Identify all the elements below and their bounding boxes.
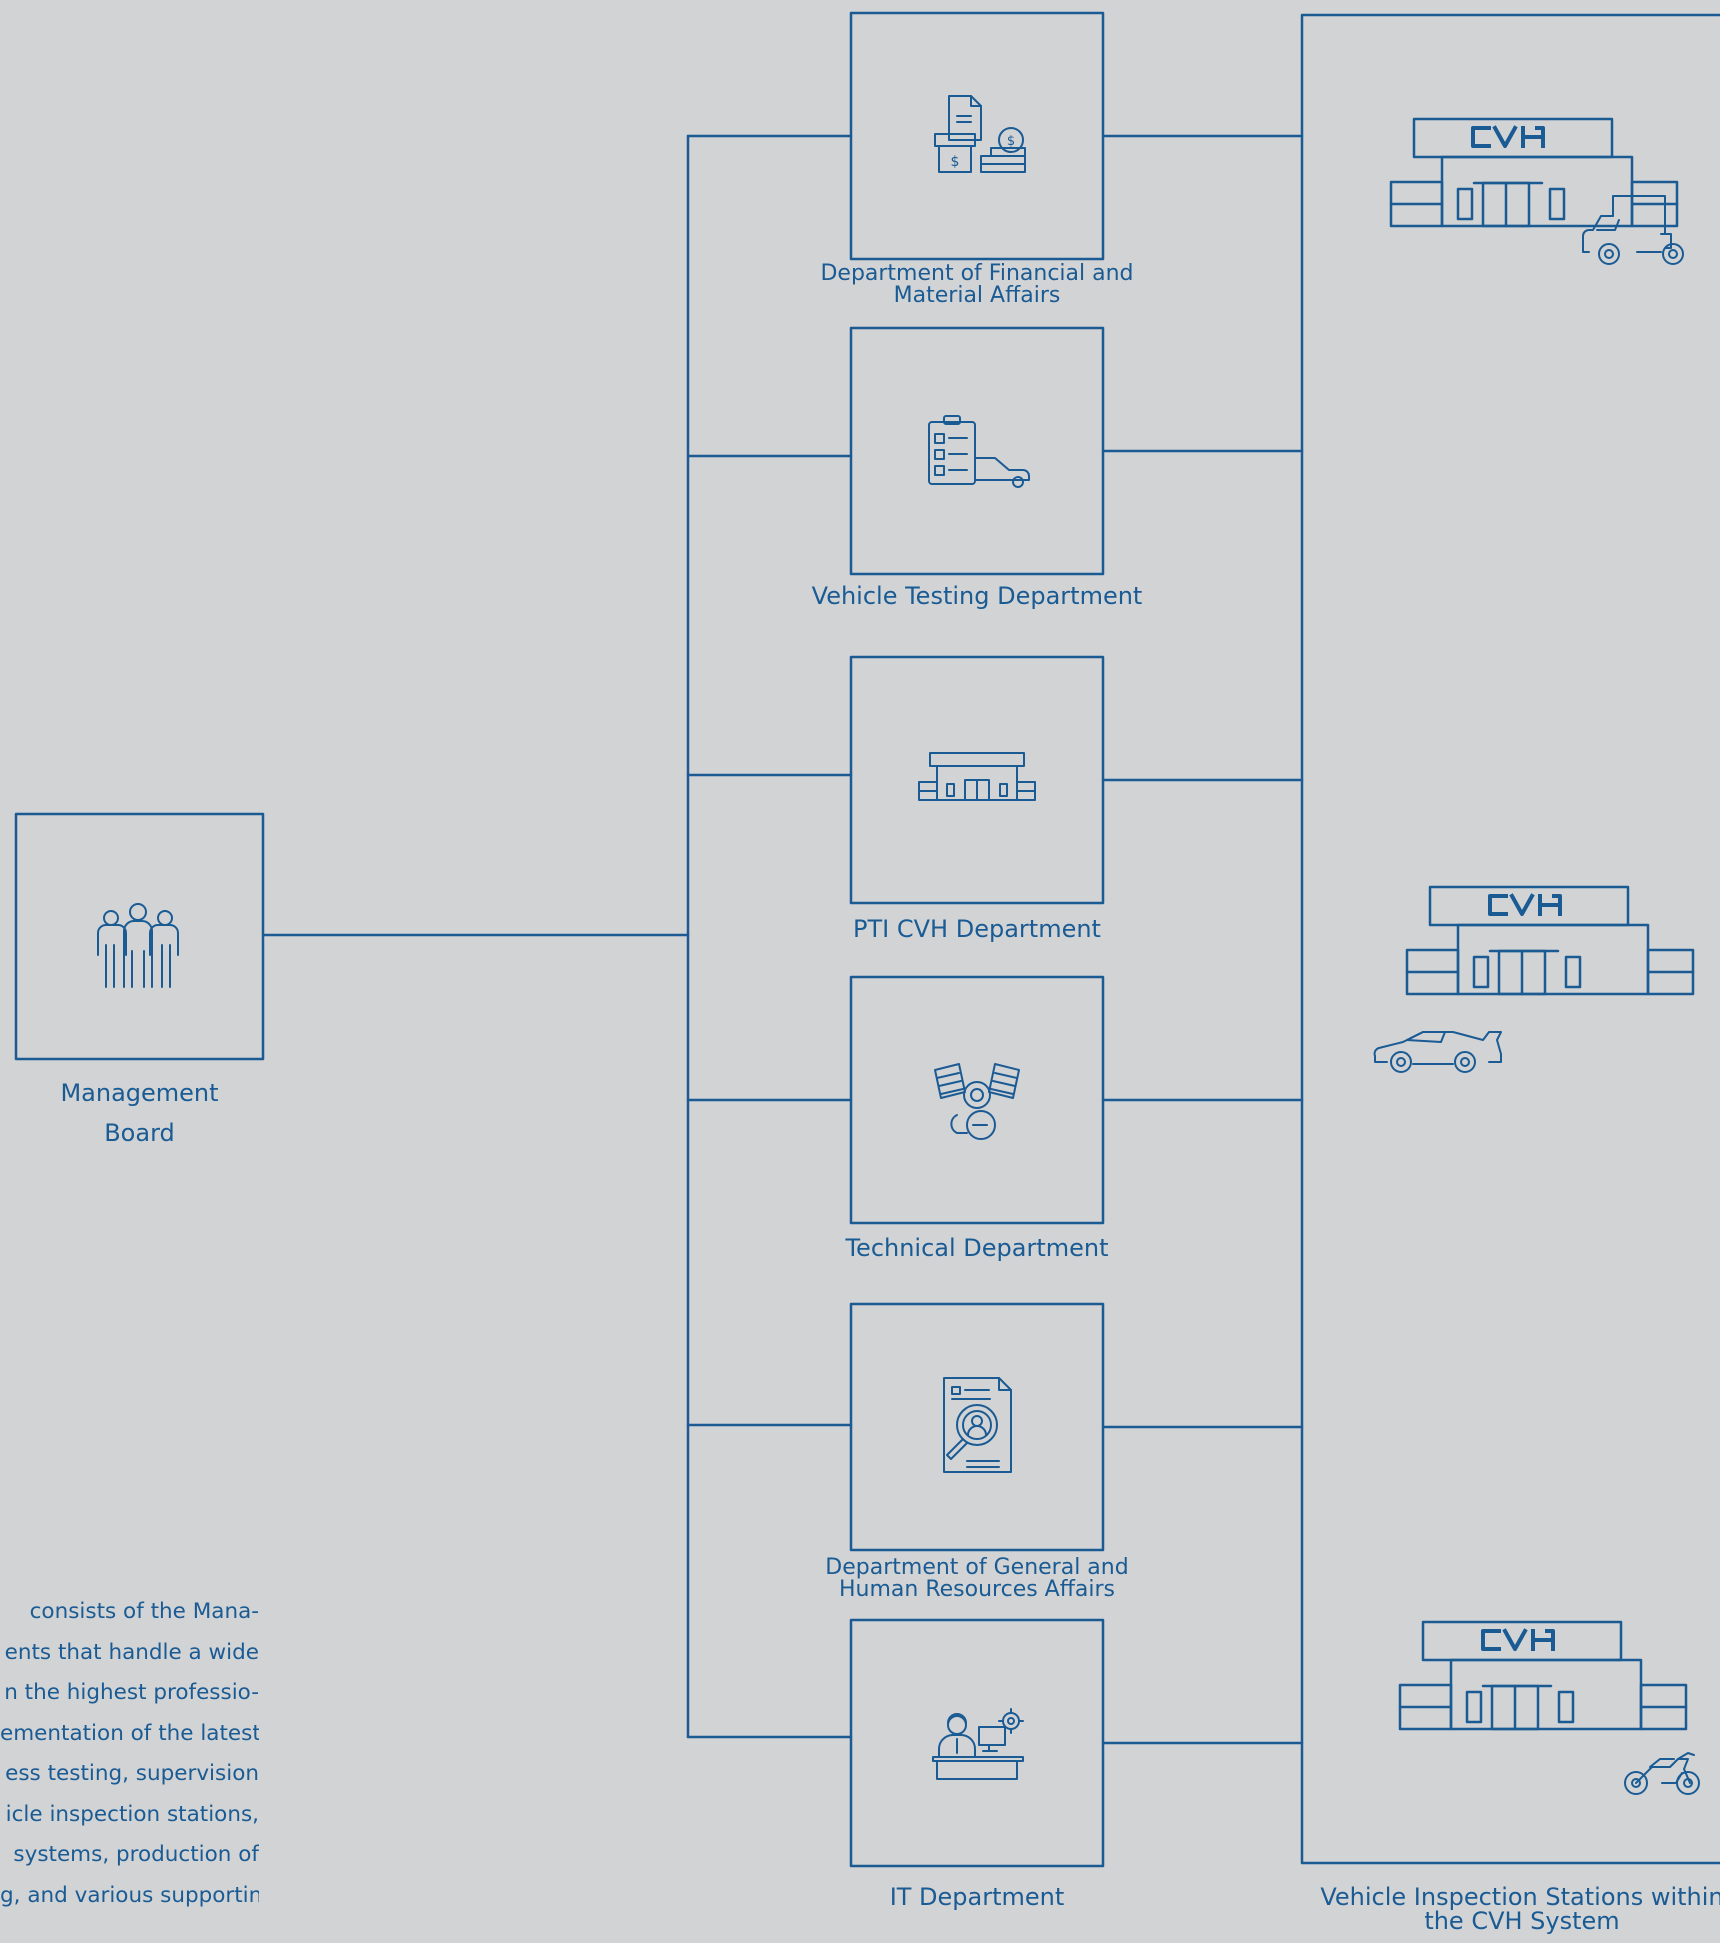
cvh-logo xyxy=(1481,1628,1555,1651)
description-line: icle inspection stations, xyxy=(5,1801,259,1827)
description-line: ents that handle a wide xyxy=(4,1639,259,1665)
department-box-hr xyxy=(849,1302,1105,1552)
department-label-line1: Department of General and xyxy=(825,1555,1129,1580)
engine-icon xyxy=(934,1063,1020,1140)
department-label-line1: Department of Financial and xyxy=(820,261,1134,286)
motorcycle-icon xyxy=(1624,1752,1700,1795)
department-label-it: IT Department xyxy=(889,1883,1065,1911)
management-board-box xyxy=(14,812,265,1061)
cvh-logo xyxy=(1488,893,1562,916)
svg-text:$: $ xyxy=(951,154,960,170)
cvh-logo xyxy=(1471,125,1545,148)
department-label-technical: Technical Department xyxy=(845,1234,1109,1262)
people-group-icon xyxy=(97,903,179,988)
description-line: systems, production of xyxy=(13,1842,259,1867)
description-line: consists of the Mana- xyxy=(29,1599,259,1624)
description-line: ementation of the latest xyxy=(0,1720,259,1746)
department-label-hr: Department of General and Human Resource… xyxy=(801,1555,1153,1603)
it-specialist-icon xyxy=(932,1708,1024,1780)
management-board-label-line1: Management xyxy=(60,1079,219,1107)
inspection-stations-label: Vehicle Inspection Stations within the C… xyxy=(1302,1885,1720,1934)
cvh-station-building xyxy=(1398,1620,1688,1731)
description-line: n the highest professio- xyxy=(4,1680,259,1705)
department-box-pti xyxy=(849,655,1105,905)
inspection-stations-label-line1: Vehicle Inspection Stations within xyxy=(1320,1883,1720,1911)
inspection-stations-box xyxy=(1300,13,1720,1865)
finance-documents-icon: $ $ xyxy=(934,95,1026,173)
inspection-station-icon xyxy=(918,752,1036,801)
cvh-station-building xyxy=(1405,885,1695,996)
connector-lines xyxy=(261,134,1304,1745)
description-line: g, and various supporting xyxy=(0,1882,259,1908)
department-box-technical xyxy=(849,975,1105,1225)
department-box-financial xyxy=(849,11,1105,261)
department-label-vehicle-testing: Vehicle Testing Department xyxy=(811,582,1143,610)
checklist-car-icon xyxy=(928,415,1030,488)
truck-icon xyxy=(1582,195,1684,265)
department-label-financial: Department of Financial and Material Aff… xyxy=(801,261,1153,309)
description-line: ess testing, supervision xyxy=(5,1761,259,1786)
department-label-pti: PTI CVH Department xyxy=(853,915,1101,943)
department-box-it xyxy=(849,1618,1105,1868)
sports-car-icon xyxy=(1373,1031,1502,1073)
svg-text:$: $ xyxy=(1007,134,1015,149)
profile-search-icon xyxy=(943,1377,1012,1473)
department-label-line2: Human Resources Affairs xyxy=(839,1577,1115,1603)
department-label-line2: Material Affairs xyxy=(893,283,1061,309)
management-board-label: Management Board xyxy=(16,1073,263,1153)
cvh-station-building xyxy=(1389,117,1679,228)
department-box-vehicle-testing xyxy=(849,326,1105,576)
management-board-label-line2: Board xyxy=(104,1119,175,1147)
description-text: consists of the Mana- ents that handle a… xyxy=(0,1592,259,1916)
inspection-stations-label-line2: the CVH System xyxy=(1424,1907,1620,1936)
